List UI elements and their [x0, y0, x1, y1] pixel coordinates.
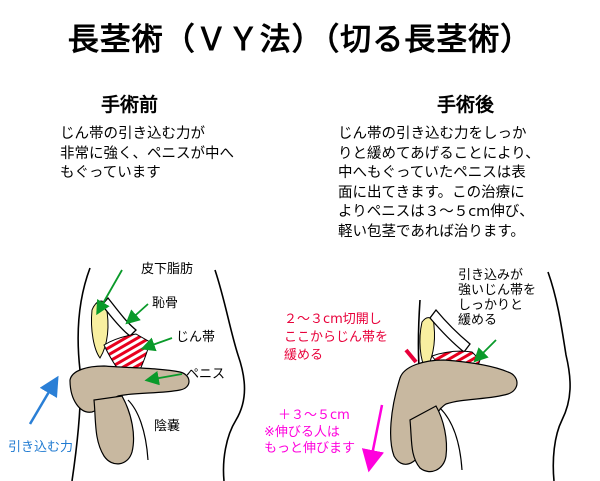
- right-diagram: [361, 271, 571, 481]
- penis-pointer-arrow: [144, 371, 183, 386]
- right-thigh-line: [439, 407, 463, 471]
- label-pull-force: 引き込む力: [8, 440, 74, 455]
- label-pubic-bone: 恥骨: [152, 296, 179, 311]
- right-pubic-bone: [429, 308, 471, 353]
- right-scrotum: [409, 405, 448, 473]
- left-scrotum: [93, 395, 135, 465]
- after-heading: 手術後: [437, 94, 495, 116]
- pull-force-arrow: [28, 375, 59, 425]
- page-title: 長茎術（ＶＹ法）（切る長茎術）: [67, 22, 533, 58]
- right-buttock-outline: [547, 271, 571, 481]
- fat-pointer-arrow: [96, 269, 123, 316]
- left-pubic-bone: [101, 296, 137, 337]
- pubic-bone-pointer-arrow: [125, 303, 149, 325]
- ligament-pointer-arrow: [140, 337, 173, 352]
- incision-mark: [404, 348, 418, 364]
- label-length-gain: ＋３～５cm: [278, 408, 350, 423]
- left-buttock-outline: [214, 269, 246, 481]
- lengthening-arrow: [361, 404, 384, 473]
- label-subcutaneous-fat: 皮下脂肪: [141, 262, 194, 277]
- label-penis: ペニス: [186, 367, 226, 382]
- right-penis: [390, 359, 518, 465]
- ligament-release-arrow: [473, 339, 497, 363]
- left-thigh-line: [127, 399, 149, 461]
- label-ligament: じん帯: [176, 330, 216, 345]
- left-penis: [69, 365, 190, 413]
- after-description: じん帯の引き込む力をしっか りと緩めてあげることにより、 中へもぐっていたペニス…: [338, 126, 540, 240]
- label-scrotum: 陰嚢: [154, 419, 181, 434]
- before-heading: 手術前: [101, 94, 159, 116]
- label-ligament-note: 引き込みが 強いじん帯を しっかりと 緩める: [458, 268, 537, 328]
- left-diagram: [28, 267, 246, 481]
- label-length-note: ※伸びる人は もっと伸びます: [264, 425, 356, 456]
- label-incision-note: ２～３cm切開し ここからじん帯を 緩める: [284, 312, 389, 363]
- before-description: じん帯の引き込む力が 非常に強く、ペニスが中へ もぐっています: [60, 126, 234, 181]
